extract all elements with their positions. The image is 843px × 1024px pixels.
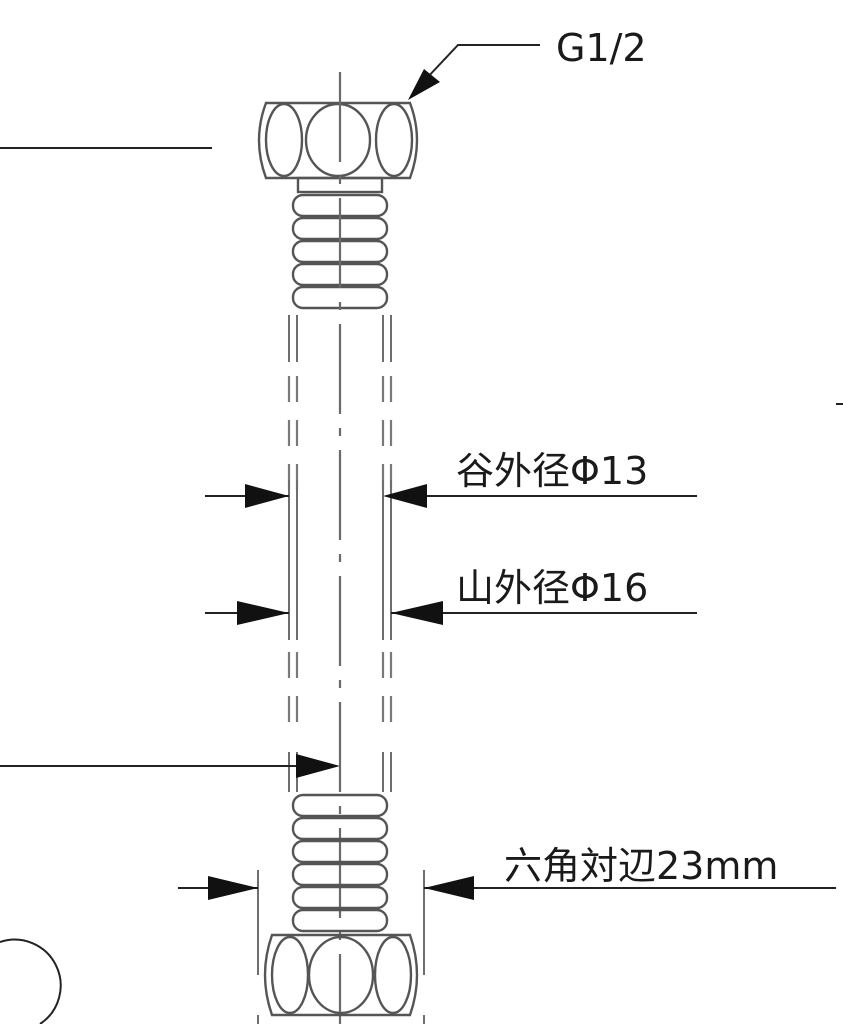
valley-diameter-dimension xyxy=(205,484,697,508)
crest-diameter-dimension xyxy=(205,601,697,625)
left-leader-bottom xyxy=(0,754,340,778)
hex-width-label: 六角対辺23mm xyxy=(504,844,778,888)
hex-arrow-left xyxy=(208,876,258,900)
bottom-threaded-neck xyxy=(291,793,389,933)
left-leader-arrow xyxy=(296,754,340,778)
hex-width-dimension xyxy=(178,876,836,900)
partial-circle-fragment xyxy=(0,938,62,1024)
crest-arrow-left xyxy=(237,601,289,625)
thread-label: G1/2 xyxy=(556,26,647,70)
top-hex-nut xyxy=(257,101,419,180)
thread-leader xyxy=(408,44,540,100)
thread-arrow xyxy=(408,69,440,100)
crest-diameter-label: 山外径Φ16 xyxy=(456,566,648,610)
valley-arrow-right xyxy=(383,484,427,508)
bottom-hex-nut xyxy=(257,933,425,1024)
crest-arrow-right xyxy=(391,601,443,625)
hex-arrow-right xyxy=(424,876,474,900)
valley-diameter-label: 谷外径Φ13 xyxy=(456,449,648,493)
valley-arrow-left xyxy=(245,484,289,508)
hose-body xyxy=(287,315,393,792)
